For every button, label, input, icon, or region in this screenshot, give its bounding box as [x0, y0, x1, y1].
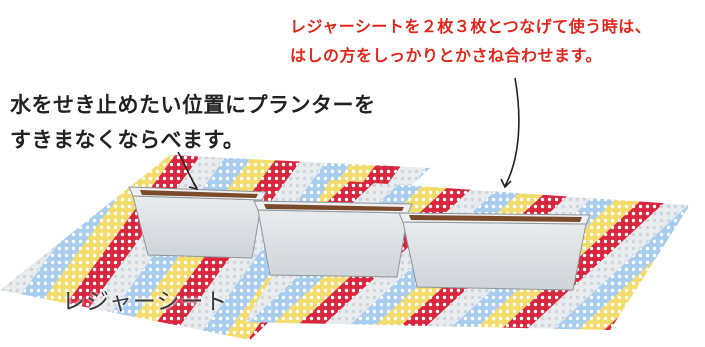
planter-2: [253, 200, 413, 278]
sheet-right-stripe-dots: [536, 180, 690, 330]
planter-instruction: 水をせき止めたい位置にプランターを すきまなくならべます。: [10, 88, 430, 158]
overlap-instruction-line2: はしの方をしっかりとかさね合わせます。: [290, 46, 602, 65]
sheet-right-stripe: [692, 170, 705, 343]
overlap-pointer-arrowhead: [500, 178, 512, 189]
sheet-right-stripe-dots: [484, 180, 690, 330]
overlap-pointer-line: [504, 77, 520, 187]
leisure-sheet-label: レジャーシート: [62, 289, 229, 315]
sheet-right-stripe-dots: [666, 180, 690, 330]
sheet-right-stripe-dots: [510, 180, 690, 330]
soil: [264, 204, 404, 211]
planter-instruction-line1: 水をせき止めたい位置にプランターを: [10, 93, 376, 117]
sheet-left-stripe-dots: [0, 155, 56, 340]
planter-pointer-arrowhead: [188, 181, 199, 191]
sheet-right-stripe: [666, 180, 690, 330]
overlap-instruction: レジャーシートを２枚３枚とつなげて使う時は、 はしの方をしっかりとかさね合わせま…: [290, 12, 700, 70]
planter-instruction-line2: すきまなくならべます。: [10, 128, 245, 152]
overlap-instruction-line1: レジャーシートを２枚３枚とつなげて使う時は、: [290, 17, 652, 36]
sheet-left-stripe: [0, 155, 56, 340]
planter-1: [128, 186, 267, 259]
soil: [409, 215, 582, 222]
planter-3: [398, 212, 591, 291]
sheet-right-stripe-dots: [692, 170, 705, 343]
soil: [140, 190, 258, 198]
